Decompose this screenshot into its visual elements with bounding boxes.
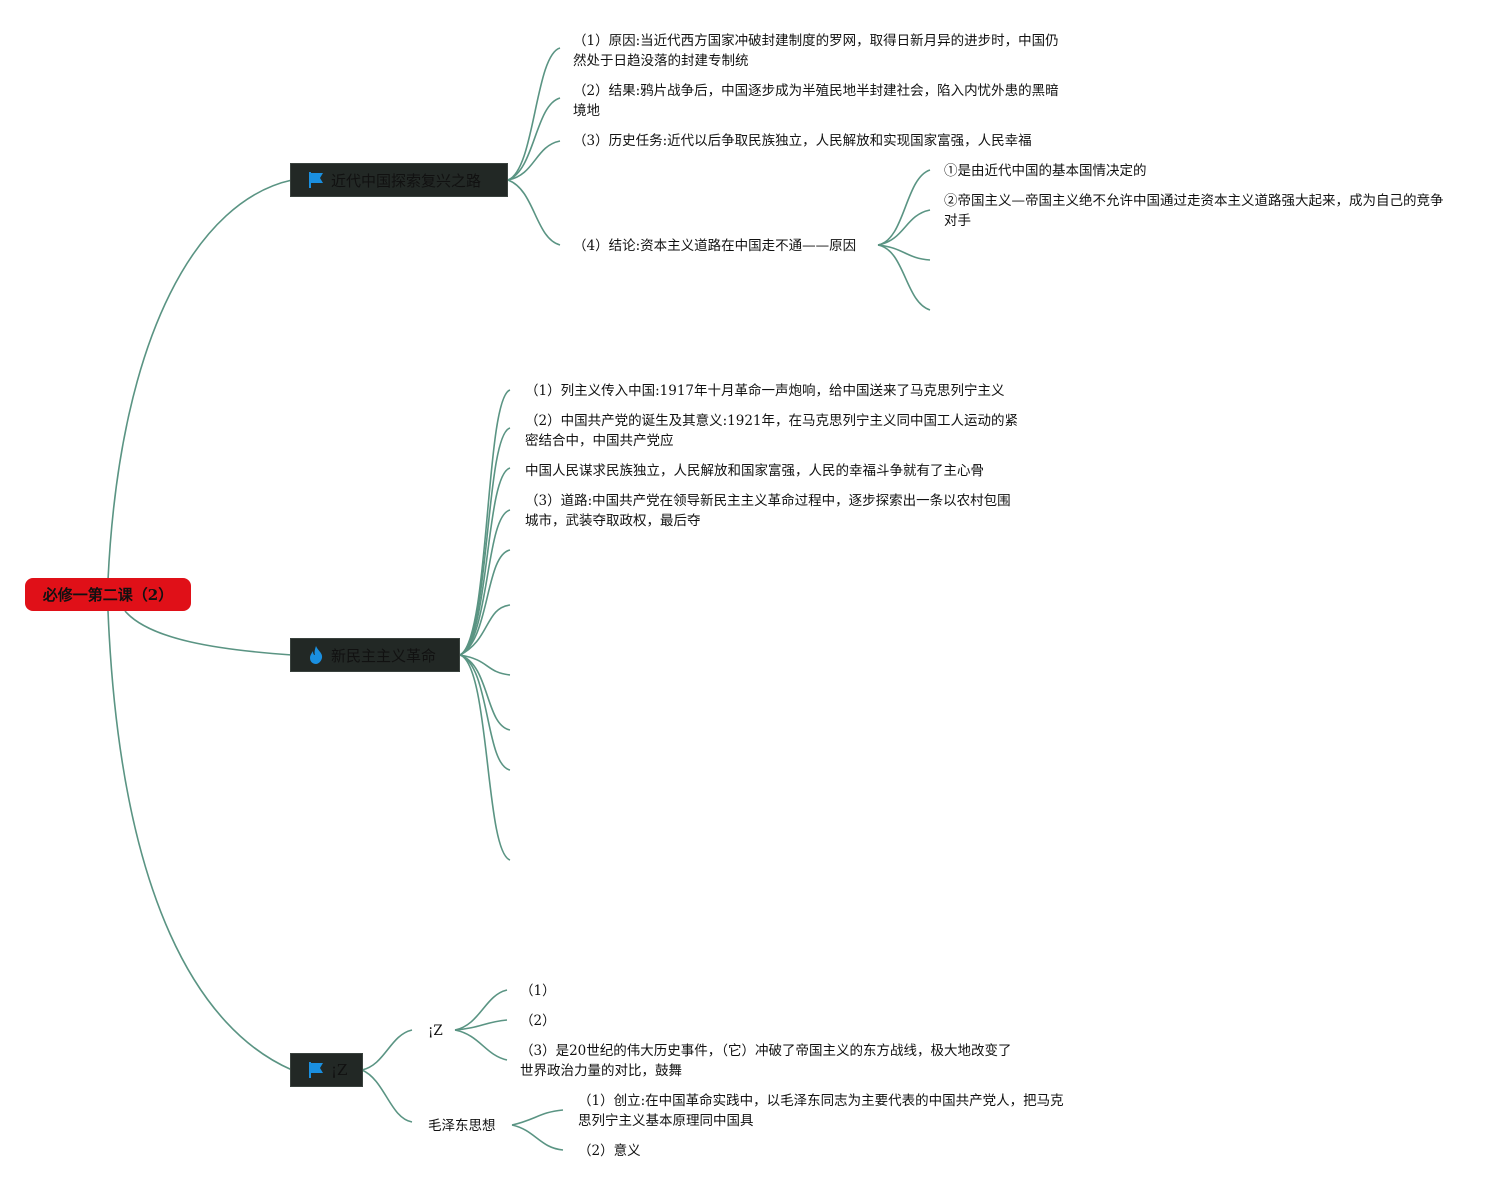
- connector-i4-r3: [877, 244, 931, 261]
- connector-root-t3: [107, 610, 293, 1071]
- connector-s2-c1: [511, 1109, 564, 1126]
- connector-t1-i3: [507, 140, 561, 181]
- t3-sub2-item-1[interactable]: （1）创立:在中国革命实践中，以毛泽东同志为主要代表的中国共产党人，把马克思列宁…: [578, 1093, 1064, 1129]
- connector-t1-i2: [507, 97, 561, 181]
- t1-reason-2[interactable]: ②帝国主义—帝国主义绝不允许中国通过走资本主义道路强大起来，成为自己的竞争对手: [944, 193, 1444, 229]
- t3-subtopic-2[interactable]: 毛泽东思想: [428, 1118, 496, 1134]
- connector-t2-a4: [459, 509, 511, 656]
- topic-new-democratic-revolution[interactable]: 新民主主义革命: [290, 638, 460, 672]
- connector-i4-r1: [877, 169, 931, 246]
- t3-sub2-item-2[interactable]: （2）意义: [578, 1143, 641, 1159]
- connector-t3-s2: [361, 1069, 413, 1123]
- connector-t2-a8: [459, 654, 511, 731]
- topic-modern-china[interactable]: 近代中国探索复兴之路: [290, 163, 508, 197]
- connector-t2-a5: [459, 549, 511, 656]
- t1-item-2[interactable]: （2）结果:鸦片战争后，中国逐步成为半殖民地半封建社会，陷入内忧外患的黑暗境地: [573, 83, 1059, 119]
- connector-s1-b1: [454, 989, 508, 1031]
- connector-t3-s1: [361, 1029, 413, 1071]
- connector-t1-i1: [507, 47, 561, 181]
- root-node[interactable]: 必修一第二课（2）: [25, 578, 191, 611]
- flag-icon: [305, 169, 327, 191]
- connector-t1-i4: [507, 179, 561, 246]
- t3-sub1-item-3[interactable]: （3）是20世纪的伟大历史事件，（它）冲破了帝国主义的东方战线，极大地改变了世界…: [520, 1043, 1012, 1079]
- connector-t2-a10: [459, 654, 511, 861]
- connector-s1-b2: [454, 1019, 508, 1031]
- connector-root-t1: [107, 179, 293, 581]
- connector-i4-r4: [877, 244, 931, 311]
- connector-root-t2: [124, 610, 293, 656]
- topic-label: 新民主主义革命: [331, 646, 437, 665]
- connector-s2-c2: [511, 1124, 564, 1151]
- t2-item-2[interactable]: （2）中国共产党的诞生及其意义:1921年，在马克思列宁主义同中国工人运动的紧密…: [525, 413, 1018, 449]
- connector-t2-a6: [459, 604, 511, 656]
- connector-s1-b3: [454, 1029, 508, 1061]
- connector-t2-a2: [459, 427, 511, 656]
- topic-three[interactable]: ¡Z: [290, 1053, 363, 1087]
- connector-t2-a9: [459, 654, 511, 771]
- connector-i4-r2: [877, 209, 931, 246]
- t1-reason-1[interactable]: ①是由近代中国的基本国情决定的: [944, 163, 1147, 179]
- t2-item-4[interactable]: （3）道路:中国共产党在领导新民主主义革命过程中，逐步探索出一条以农村包围城市，…: [525, 493, 1011, 529]
- connector-t2-a1: [459, 389, 511, 656]
- fire-icon: [305, 644, 327, 666]
- flag-icon: [305, 1059, 327, 1081]
- connector-t2-a3: [459, 467, 511, 656]
- topic-label: 近代中国探索复兴之路: [331, 171, 482, 190]
- t3-sub1-item-2[interactable]: （2）: [520, 1013, 556, 1029]
- t3-subtopic-1[interactable]: ¡Z: [428, 1023, 443, 1039]
- t1-item-4[interactable]: （4）结论:资本主义道路在中国走不通——原因: [573, 238, 857, 254]
- t1-item-1[interactable]: （1）原因:当近代西方国家冲破封建制度的罗网，取得日新月异的进步时，中国仍然处于…: [573, 33, 1059, 69]
- topic-label: ¡Z: [331, 1061, 348, 1079]
- t3-sub1-item-1[interactable]: （1）: [520, 983, 556, 999]
- t2-item-1[interactable]: （1）列主义传入中国:1917年十月革命一声炮响，给中国送来了马克思列宁主义: [525, 383, 1005, 399]
- t1-item-3[interactable]: （3）历史任务:近代以后争取民族独立，人民解放和实现国家富强，人民幸福: [573, 133, 1032, 149]
- t2-item-3[interactable]: 中国人民谋求民族独立，人民解放和国家富强，人民的幸福斗争就有了主心骨: [525, 463, 984, 479]
- root-label: 必修一第二课（2）: [42, 586, 174, 604]
- connector-t2-a7: [459, 654, 511, 676]
